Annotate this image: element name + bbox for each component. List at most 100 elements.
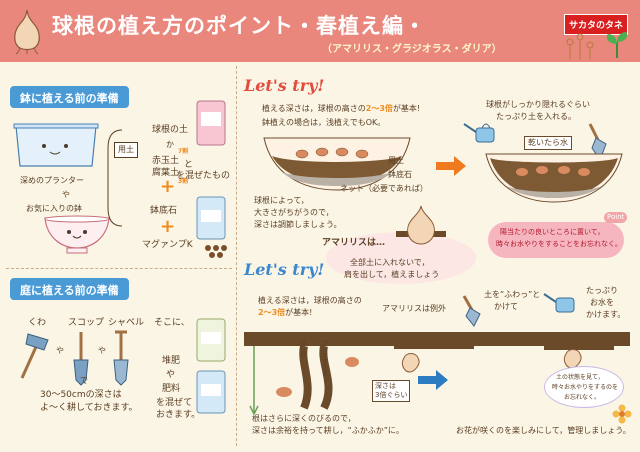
- net-label: ネット（必要であれば）: [340, 184, 428, 193]
- fertilizer-bag-illustration: [196, 370, 226, 414]
- shovel-label: シャベル: [108, 318, 145, 328]
- magamp-label: マグァンプK: [142, 240, 193, 250]
- akadama-label: 赤玉土: [152, 156, 180, 166]
- mix-to-label: と: [184, 160, 194, 170]
- bulb-soil-label: 球根の土: [152, 125, 189, 135]
- fuyodo-label: 腐葉土: [152, 168, 180, 178]
- section-tag-garden: 庭に植える前の準備: [10, 278, 129, 300]
- pot-cross-section-illustration: [263, 137, 411, 191]
- then-label: そこに、: [154, 318, 190, 328]
- fill-soil-note-2: たっぷり土を入れる。: [496, 112, 576, 121]
- adjust-note-3: 深さは調節しましょう。: [254, 220, 342, 229]
- ratio-3-badge: 3割: [178, 178, 189, 185]
- tulip-decor-icon: [566, 33, 594, 60]
- flower-icon: [612, 404, 632, 424]
- root-note-2: 深さは余裕を持って耕し，“ふかふか”に。: [252, 426, 404, 435]
- stone-bag-illustration: [196, 196, 226, 240]
- fluffy-soil-1: 土を“ふわっ”と: [484, 290, 541, 299]
- stone-label: 鉢底石: [388, 170, 412, 179]
- sun-tip-2: 時々お水やりをすることをお忘れなく。: [496, 240, 622, 248]
- amaryllis-note-2: 肩を出して，植えましょう: [344, 270, 440, 279]
- mix-text-label: を混ぜたもの: [176, 171, 231, 181]
- shovel-icon: [113, 330, 129, 386]
- amaryllis-title: アマリリスは…: [322, 238, 386, 248]
- pot-shallow-note: 鉢植えの場合は，浅植えでもOK。: [262, 118, 386, 127]
- scoop-label: スコップ: [68, 318, 105, 328]
- point-badge: Point: [604, 212, 628, 223]
- soil-bag-pink-illustration: [196, 100, 226, 146]
- adjust-note-1: 球根によって，: [254, 196, 309, 205]
- garden-depth-1: 植える深さは，球根の高さの: [258, 296, 362, 305]
- dahlia-label: ダリア: [298, 340, 306, 358]
- header-banner: 球根の植え方のポイント・春植え編・ （アマリリス・グラジオラス・ダリア） サカタ…: [0, 0, 640, 62]
- water-note-1: たっぷり: [586, 286, 618, 295]
- state-note-1: 土の状態を見て，: [556, 374, 604, 381]
- soil-type-label: 用土: [114, 142, 138, 158]
- soil-label: 用土: [388, 156, 404, 165]
- plus-icon-2: +: [160, 216, 176, 237]
- ya-label-1: や: [56, 346, 64, 355]
- root-note-1: 根はさらに深くのびるので，: [252, 414, 356, 423]
- column-divider: [236, 66, 237, 446]
- arrow-right-garden-icon: [418, 370, 448, 390]
- state-note-3: お忘れなく。: [564, 394, 601, 401]
- bloom-note: お花が咲くのを楽しみにして，管理しましょう。: [456, 426, 631, 435]
- ya-label-3: や: [166, 370, 176, 380]
- hoe-label: くわ: [28, 318, 47, 328]
- de-label: で: [80, 376, 88, 385]
- brace-line: [107, 129, 123, 227]
- amaryllis-note-1: 全部土に入れないで，: [350, 258, 430, 267]
- lets-try-garden: Let's try!: [244, 260, 325, 279]
- compost-bag-illustration: [196, 318, 226, 362]
- fill-soil-note-1: 球根がしっかり隠れるぐらい: [486, 100, 590, 109]
- fertilizer-pellets-illustration: [205, 245, 227, 258]
- amaryllis-exception-label: アマリリスは例外: [382, 304, 446, 313]
- gladiolus-label: グラジオラス: [320, 340, 328, 376]
- ya-label-2: や: [98, 346, 106, 355]
- pot-depth-instruction: 植える深さは，球根の高さの2〜3倍が基本!: [262, 104, 421, 113]
- watering-can-icon: [463, 123, 495, 143]
- depth-instruction-2: よ〜く耕しておきます。: [40, 403, 138, 413]
- section-tag-pot: 鉢に植える前の準備: [10, 86, 129, 108]
- garden-soil-section-illustration: [244, 332, 630, 415]
- amaryllis-bulb-icon: [396, 205, 446, 245]
- pot-filled-illustration: [485, 153, 623, 203]
- planter-box-illustration: [13, 123, 99, 167]
- lets-try-pot: Let's try!: [244, 76, 325, 95]
- brand-logo: サカタのタネ: [563, 14, 628, 35]
- depth-instruction-1: 30〜50cmの深さは: [40, 390, 122, 400]
- or-label-1: や: [62, 190, 70, 199]
- sprout-icon: [606, 32, 628, 58]
- water-note-2: お水を: [590, 298, 614, 307]
- compost-label: 堆肥: [162, 356, 181, 366]
- or-label-2: か: [166, 140, 174, 149]
- watering-can-garden-icon: [543, 293, 575, 313]
- depth-3x-badge: 深さは 3倍ぐらい: [372, 380, 411, 402]
- garden-depth-2: 2〜3倍が基本!: [258, 308, 313, 317]
- planter-label: 深めのプランター: [20, 176, 84, 185]
- state-note-2: 時々お水やりをするのを: [552, 384, 619, 391]
- ratio-7-badge: 7割: [178, 148, 189, 155]
- plus-icon-1: +: [160, 176, 176, 197]
- page-subtitle: （アマリリス・グラジオラス・ダリア）: [322, 44, 502, 55]
- fertilizer-label: 肥料: [162, 384, 181, 394]
- bowl-pot-illustration: [44, 215, 110, 254]
- fluffy-soil-2: かけて: [494, 302, 518, 311]
- bulb-logo-icon: [14, 9, 40, 55]
- shovel-dig-icon: [462, 295, 481, 327]
- pot-label: お気に入りの鉢: [26, 204, 82, 213]
- sun-tip-bubble: [488, 222, 624, 258]
- mix-label-2: おきます。: [156, 410, 201, 420]
- pot-stone-label: 鉢底石: [150, 206, 178, 216]
- water-note-3: かけます。: [586, 310, 626, 319]
- section-divider: [6, 268, 232, 269]
- adjust-note-2: 大きさがちがうので，: [254, 208, 334, 217]
- amaryllis-bubble: [326, 232, 476, 284]
- page-title: 球根の植え方のポイント・春植え編・: [52, 14, 426, 38]
- watering-reminder-bubble: [544, 366, 624, 408]
- mix-label-1: を混ぜて: [156, 398, 193, 408]
- dry-water-badge: 乾いたら水: [524, 136, 572, 150]
- hoe-icon: [20, 333, 49, 379]
- scoop-icon: [73, 332, 89, 386]
- sun-tip-1: 陽当たりの良いところに置いて，: [500, 228, 605, 236]
